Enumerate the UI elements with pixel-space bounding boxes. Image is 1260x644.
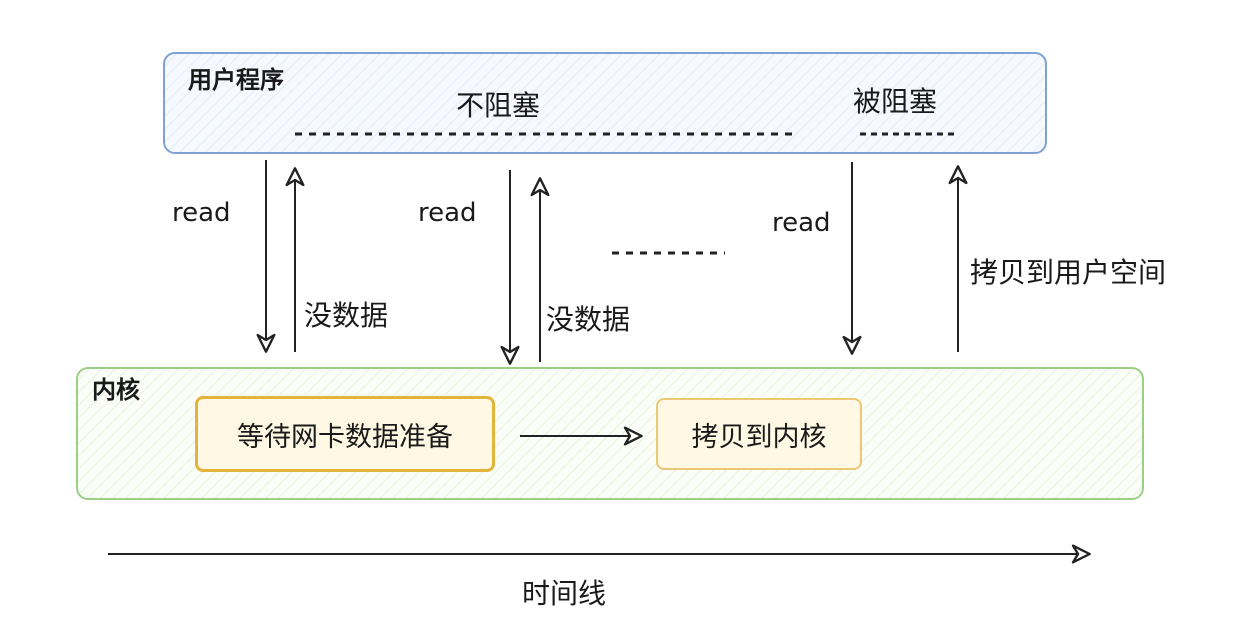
wait-nic-data-label: 等待网卡数据准备	[237, 421, 453, 453]
wait-nic-data-box: 等待网卡数据准备	[195, 396, 495, 472]
user-program-box	[163, 52, 1047, 154]
kernel-title: 内核	[92, 376, 140, 404]
blocked-label: 被阻塞	[853, 85, 938, 118]
copy-to-user-label: 拷贝到用户空间	[970, 256, 1167, 289]
no-data-label-2: 没数据	[546, 303, 631, 336]
user-program-title: 用户程序	[188, 66, 284, 94]
read-label-1: read	[172, 198, 231, 228]
timeline-label: 时间线	[522, 577, 607, 610]
copy-to-kernel-label: 拷贝到内核	[691, 421, 827, 453]
read-label-3: read	[772, 208, 831, 238]
read-label-2: read	[418, 198, 477, 228]
no-data-label-1: 没数据	[304, 299, 389, 332]
copy-to-kernel-box: 拷贝到内核	[656, 398, 862, 470]
non-blocking-label: 不阻塞	[456, 89, 541, 122]
